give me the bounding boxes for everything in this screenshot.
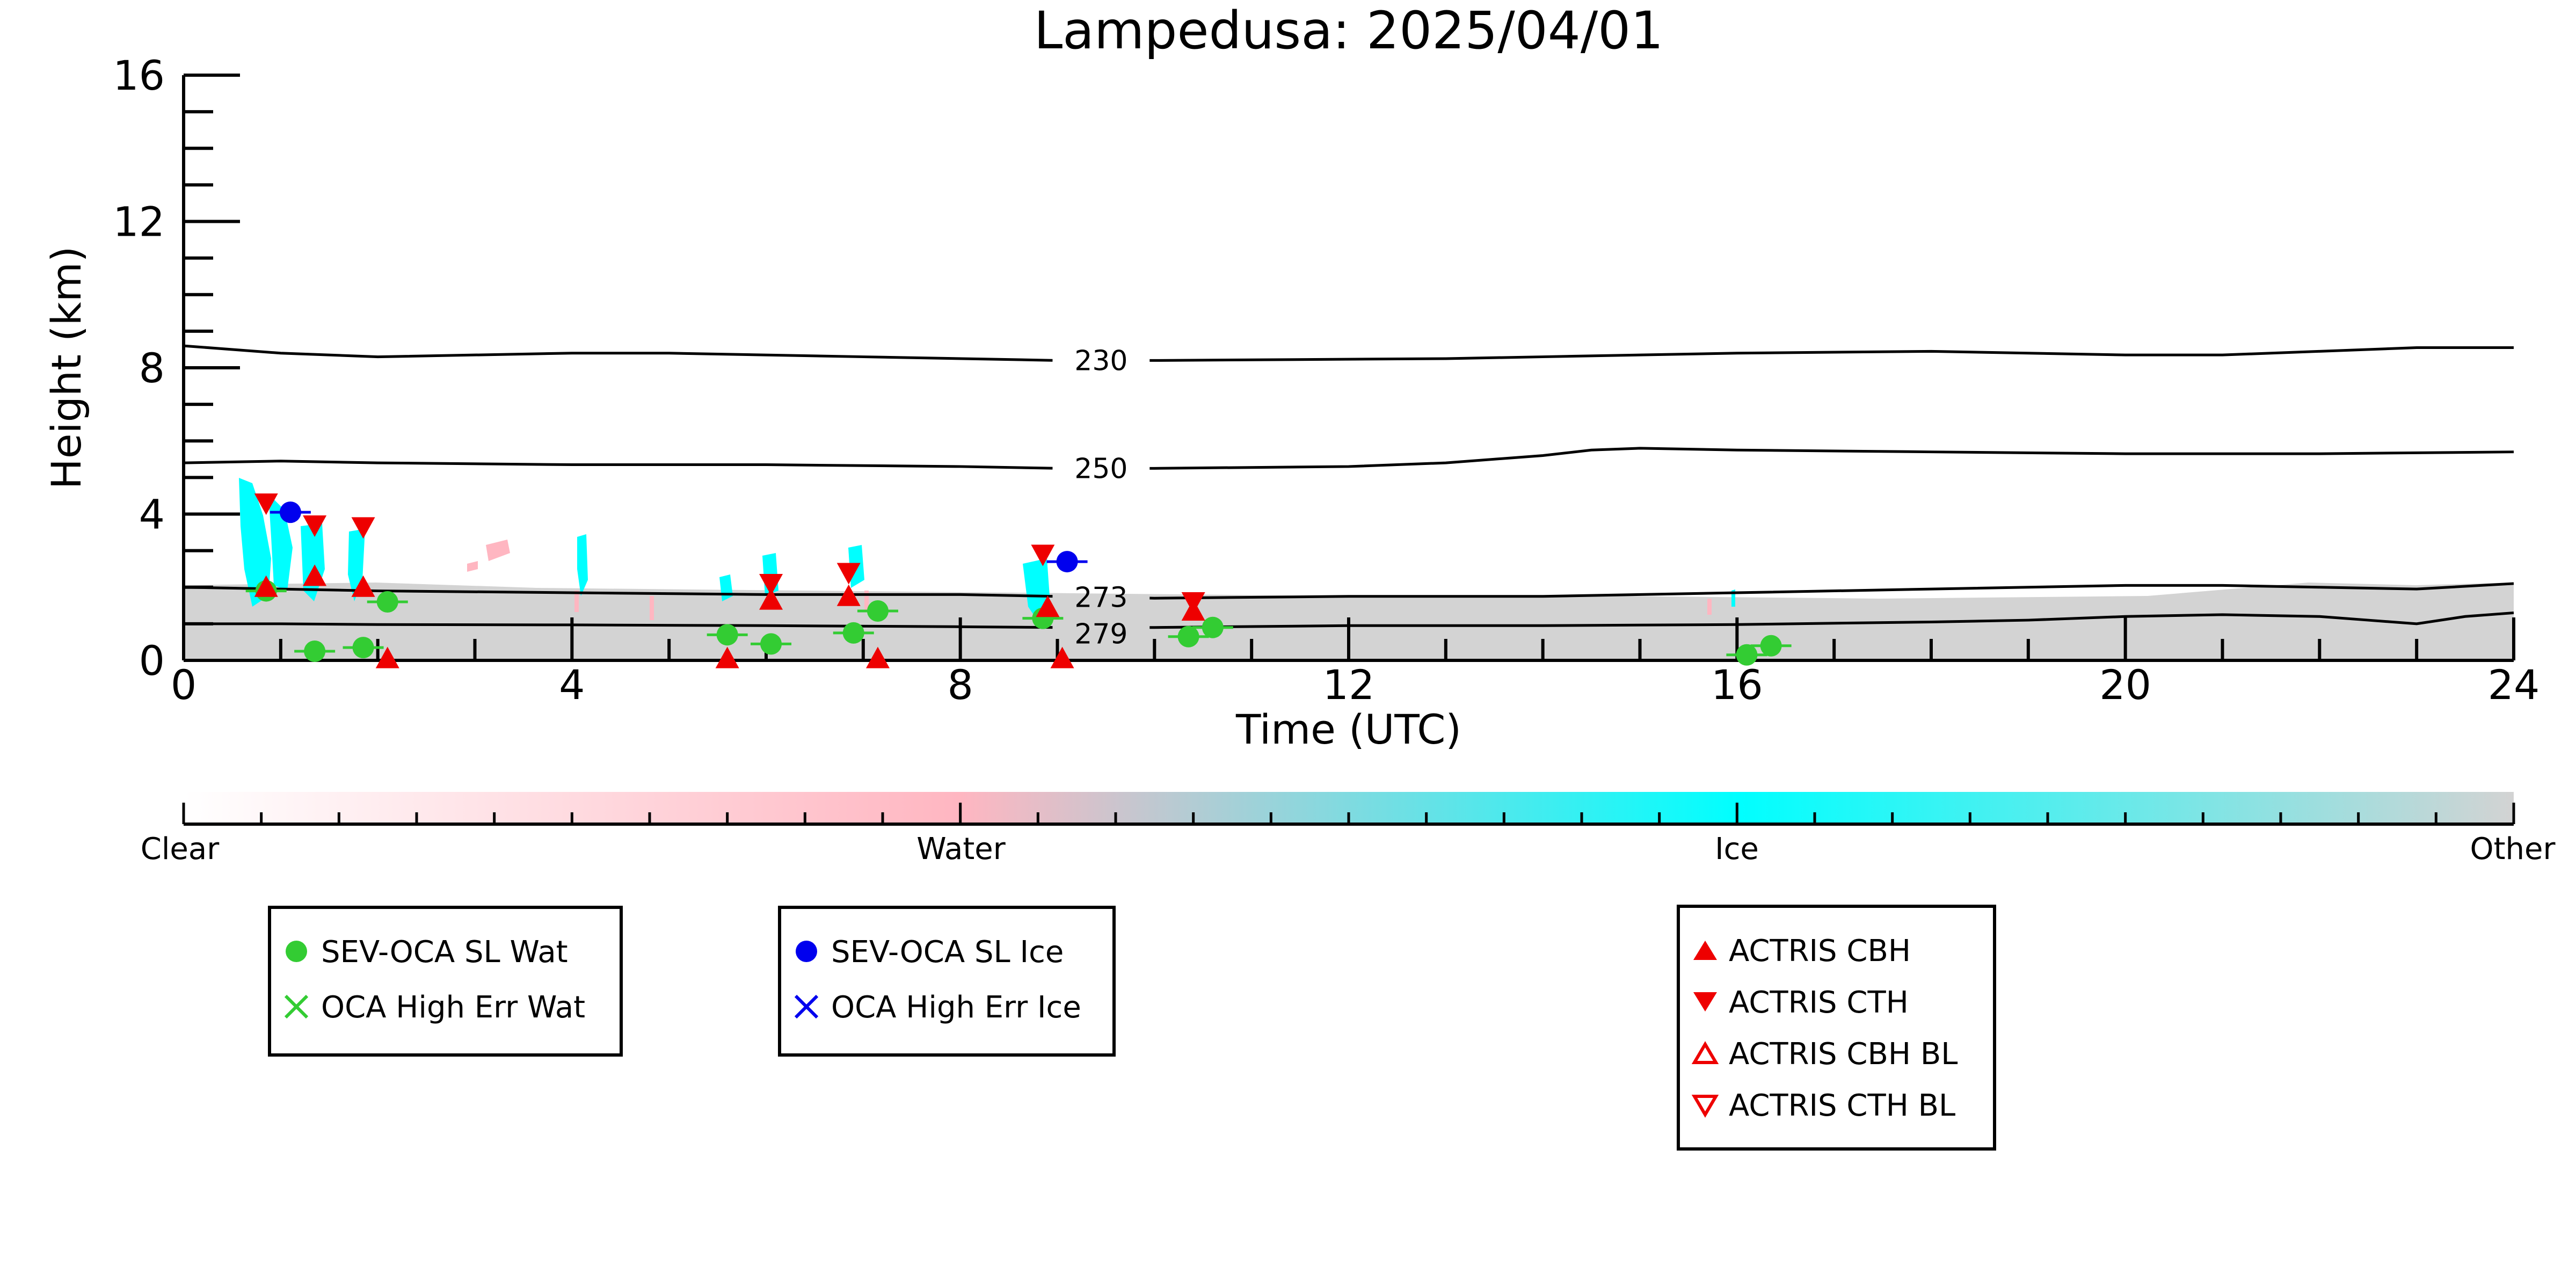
sev-oca-sl-wat-point [294,640,336,662]
sev-oca-sl-wat-point [707,624,748,646]
isotherm-230-label: 230 [1074,345,1127,377]
actris-cth-point [836,563,861,585]
legend-label-sev-oca-sl-wat: SEV-OCA SL Wat [321,935,568,970]
sev-oca-sl-wat-point [343,637,384,659]
legend-label-actris-cbh: ACTRIS CBH [1729,934,1911,969]
legend-actris: ACTRIS CBH ACTRIS CTH ACTRIS CBH BL ACTR… [1677,905,1996,1151]
colorbar-ticks [182,803,2515,824]
legend-label-actris-cth: ACTRIS CTH [1729,985,1909,1020]
legend-ice: SEV-OCA SL Ice OCA High Err Ice [778,906,1116,1057]
actris-cbh-point [1050,646,1074,668]
actris-cth-point [303,515,327,537]
x-tick-label: 4 [559,661,585,709]
sev-oca-sl-ice-point [270,501,311,523]
actris-cbh-point [375,646,399,668]
legend-label-actris-cbh-bl: ACTRIS CBH BL [1729,1037,1958,1072]
sev-oca-sl-wat-point [833,622,874,644]
sev-oca-sl-wat-point [1750,635,1792,657]
x-tick-label: 12 [1323,661,1375,709]
isotherm-230-line [1149,346,2514,362]
x-tick-label: 16 [1711,661,1763,709]
data-markers [245,493,1792,668]
legend-label-oca-high-err-ice: OCA High Err Ice [831,990,1081,1025]
legend-label-actris-cth-bl: ACTRIS CTH BL [1729,1088,1955,1123]
colorbar-label-other: Other [2470,832,2556,867]
x-tick-label: 0 [171,661,197,709]
actris-cbh-point [715,646,739,668]
y-tick-label: 16 [113,52,165,99]
y-axis-label: Height (km) [42,246,90,490]
actris-cth-point [351,517,375,539]
plot-axes: 0 4 8 12 16 20 24 0 4 8 12 16 [113,52,2539,709]
isotherm-273-line [183,586,1053,598]
actris-cbh-point [865,646,890,668]
x-tick-label: 24 [2488,661,2540,709]
actris-cbh-point [351,575,375,597]
legend-marker-actris-cth-bl [1691,1095,1719,1118]
isotherm-230-line [183,344,1053,362]
actris-cbh-point [759,588,783,610]
isotherm-250-label: 250 [1074,453,1127,485]
legend-marker-actris-cth [1693,992,1717,1012]
isotherm-279-line [1149,611,2514,629]
x-tick-label: 20 [2099,661,2151,709]
legend-marker-actris-cbh-bl [1691,1041,1719,1064]
isotherm-250-line [183,460,1053,470]
legend-marker-oca-high-err-wat [284,994,309,1019]
legend-water: SEV-OCA SL Wat OCA High Err Wat [268,906,623,1057]
legend-label-oca-high-err-wat: OCA High Err Wat [321,990,585,1025]
x-tick-label: 8 [947,661,973,709]
colorbar-label-ice: Ice [1715,832,1759,867]
colorbar-label-water: Water [916,832,1006,867]
sev-oca-sl-ice-point [1046,551,1088,573]
chart-title: Lampedusa: 2025/04/01 [1034,1,1664,61]
actris-cbh-point [303,564,327,586]
y-tick-label: 12 [113,198,165,246]
y-tick-label: 4 [139,491,165,539]
legend-label-sev-oca-sl-ice: SEV-OCA SL Ice [831,935,1064,970]
actris-cth-point [254,493,278,515]
sev-oca-sl-wat-point [1192,616,1233,638]
actris-cth-point [1031,544,1055,566]
isotherm-273-label: 273 [1074,581,1127,614]
y-tick-label: 8 [139,344,165,392]
legend-marker-actris-cbh [1693,941,1717,960]
legend-marker-sev-oca-sl-wat [286,941,307,962]
sev-oca-sl-wat-point [751,633,792,655]
y-tick-label: 0 [139,637,165,685]
sev-oca-sl-wat-point [857,600,898,622]
legend-marker-oca-high-err-ice [794,994,819,1019]
actris-cbh-point [836,584,861,606]
x-axis-label: Time (UTC) [1235,705,1461,753]
actris-cth-point [1181,592,1205,614]
cloud-phase-colorbar: Clear Water Ice Other [141,792,2556,867]
isotherm-273-line [1149,582,2514,600]
legend-marker-sev-oca-sl-ice [796,941,817,962]
sev-oca-sl-wat-point [1168,625,1209,647]
colorbar-label-clear: Clear [141,832,220,867]
actris-cth-point [759,573,783,595]
actris-cbh-point [1036,595,1060,617]
isotherm-250-line [1149,447,2514,470]
actris-cbh-point [254,575,278,597]
isotherm-279-label: 279 [1074,618,1127,651]
sev-oca-sl-wat-point [367,591,408,613]
sev-oca-sl-wat-point [1726,644,1767,666]
